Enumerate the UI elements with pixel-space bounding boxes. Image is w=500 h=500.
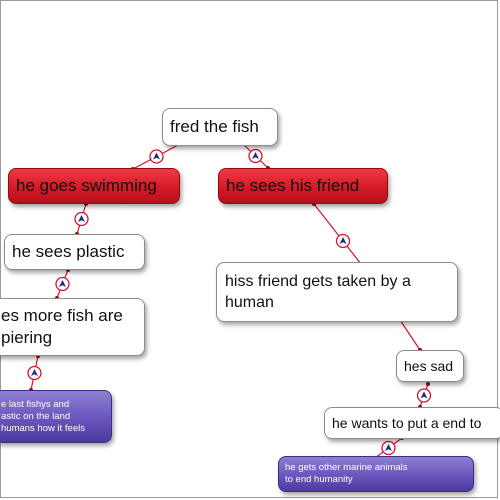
relation-badges — [27, 148, 432, 456]
node-last-fishys[interactable]: e last fishys and astic on the land huma… — [0, 390, 112, 443]
node-label-line-3: humans how it feels — [1, 422, 85, 434]
node-label-line-2: astic on the land — [1, 410, 71, 422]
node-label-line-1: he gets other marine animals — [285, 462, 408, 473]
node-label-line-1: e last fishys and — [1, 398, 70, 410]
node-label-line-1: es more fish are — [1, 306, 123, 325]
node-label: he goes swimming — [16, 176, 157, 195]
node-he-goes-swimming[interactable]: he goes swimming — [8, 168, 180, 204]
node-label: he wants to put a end to — [332, 415, 482, 431]
relation-arrow-icon[interactable] — [381, 440, 396, 456]
node-he-sees-his-friend[interactable]: he sees his friend — [218, 168, 388, 204]
relation-arrow-icon[interactable] — [335, 233, 351, 249]
relation-arrow-icon[interactable] — [416, 388, 432, 403]
relation-arrow-icon[interactable] — [248, 148, 263, 164]
node-label: he sees plastic — [12, 242, 125, 261]
node-more-fish-are-piering[interactable]: es more fish are piering — [0, 298, 145, 356]
node-label-line-2: to end humanity — [285, 474, 353, 485]
node-friend-gets-taken[interactable]: hiss friend gets taken by a human — [216, 262, 458, 322]
node-fred-the-fish[interactable]: fred the fish — [162, 108, 278, 146]
relation-arrow-icon[interactable] — [55, 276, 70, 292]
node-label-line-2: piering — [1, 328, 53, 347]
relation-arrow-icon[interactable] — [74, 211, 89, 227]
node-other-marine-animals[interactable]: he gets other marine animals to end huma… — [278, 456, 474, 492]
node-label: fred the fish — [170, 117, 259, 136]
node-label: hes sad — [404, 358, 454, 374]
relation-arrow-icon[interactable] — [149, 149, 164, 164]
node-wants-to-put-an-end[interactable]: he wants to put a end to — [324, 407, 500, 439]
relation-arrow-icon[interactable] — [27, 365, 42, 381]
node-label-line-1: hiss friend gets taken by a — [225, 273, 411, 290]
node-he-sees-plastic[interactable]: he sees plastic — [4, 234, 145, 270]
node-label-line-2: human — [225, 294, 274, 311]
node-label: he sees his friend — [226, 176, 360, 195]
connector-endpoint — [426, 382, 430, 386]
node-hes-sad[interactable]: hes sad — [396, 350, 464, 382]
